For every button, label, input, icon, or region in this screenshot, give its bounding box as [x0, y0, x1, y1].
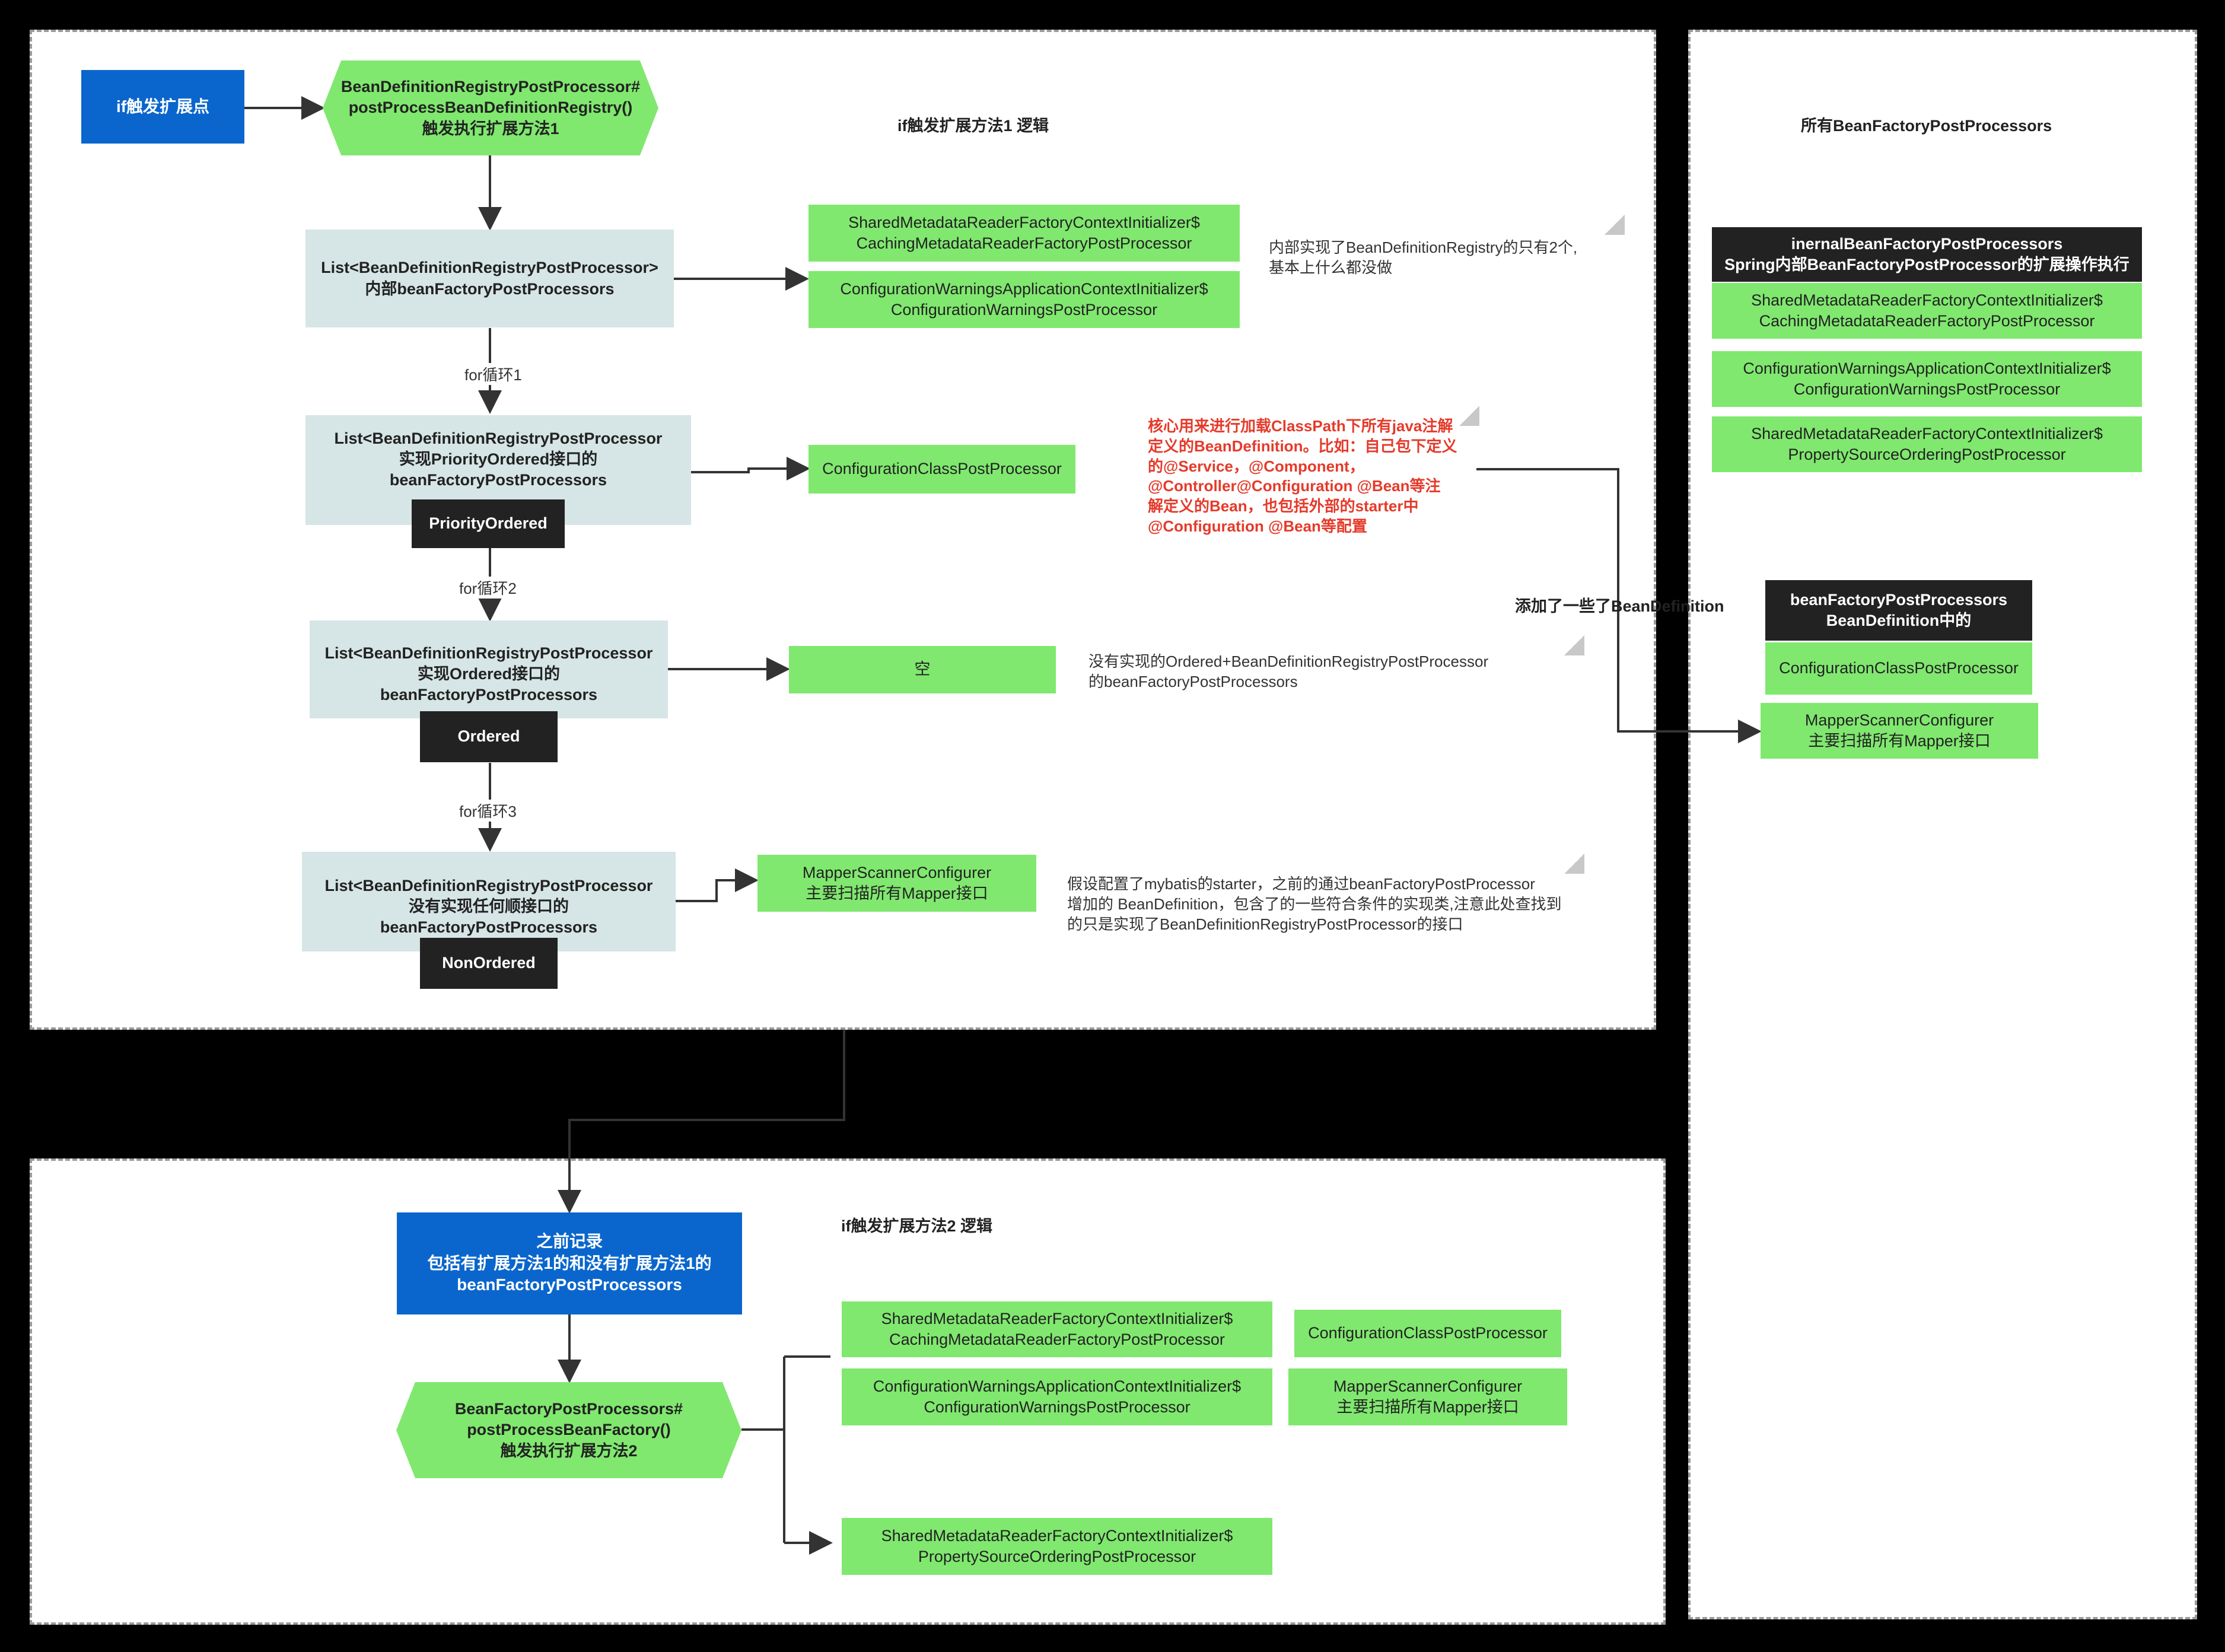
right-internal-item-propertysource[interactable]: SharedMetadataReaderFactoryContextInitia… — [1712, 416, 2142, 472]
ordered-item-empty[interactable]: 空 — [789, 646, 1056, 693]
add-beandefinition-label: 添加了一些了BeanDefinition — [1515, 597, 1724, 615]
bottom-panel-title: if触发扩展方法2 逻辑 — [841, 1217, 993, 1235]
edge-top-to-bottom — [558, 1030, 845, 1214]
nonordered-note: 假设配置了mybatis的starter，之前的通过beanFactoryPos… — [1067, 875, 1562, 933]
priority-item-configclass[interactable]: ConfigurationClassPostProcessor — [808, 445, 1075, 494]
loop3-label: for循环3 — [457, 800, 519, 822]
internal-item-warnings[interactable]: ConfigurationWarningsApplicationContextI… — [808, 271, 1240, 328]
note-icon — [1605, 215, 1625, 235]
edge-list-nonordered-to-item — [676, 868, 759, 902]
right-panel-title: 所有BeanFactoryPostProcessors — [1801, 117, 2052, 135]
bottom-item-configclass[interactable]: ConfigurationClassPostProcessor — [1294, 1310, 1561, 1357]
ordered-tag: Ordered — [420, 711, 558, 762]
list-internal[interactable]: List<BeanDefinitionRegistryPostProcessor… — [305, 230, 674, 327]
internal-pp-header: inernalBeanFactoryPostProcessors Spring内… — [1712, 227, 2142, 282]
ordered-note: 没有实现的Ordered+BeanDefinitionRegistryPostP… — [1088, 652, 1489, 690]
edge-add-beandefinition — [1476, 468, 1762, 743]
list-ordered[interactable]: List<BeanDefinitionRegistryPostProcessor… — [310, 620, 668, 718]
right-bd-item-configclass[interactable]: ConfigurationClassPostProcessor — [1765, 642, 2032, 695]
bottom-item-warnings[interactable]: ConfigurationWarningsApplicationContextI… — [842, 1368, 1272, 1425]
bottom-item-propertysource[interactable]: SharedMetadataReaderFactoryContextInitia… — [842, 1518, 1272, 1575]
priority-ordered-tag: PriorityOrdered — [412, 499, 565, 548]
right-internal-item-caching[interactable]: SharedMetadataReaderFactoryContextInitia… — [1712, 283, 2142, 339]
record-box[interactable]: 之前记录 包括有扩展方法1的和没有扩展方法1的 beanFactoryPostP… — [397, 1212, 742, 1314]
bottom-item-caching[interactable]: SharedMetadataReaderFactoryContextInitia… — [842, 1301, 1272, 1357]
list-nonordered[interactable]: List<BeanDefinitionRegistryPostProcessor… — [302, 852, 676, 951]
hex-beanfactory-postprocess[interactable]: BeanFactoryPostProcessors# postProcessBe… — [396, 1382, 741, 1478]
nonordered-tag: NonOrdered — [420, 938, 558, 989]
hex-registry-postprocess[interactable]: BeanDefinitionRegistryPostProcessor# pos… — [323, 61, 658, 155]
top-panel-title: if触发扩展方法1 逻辑 — [897, 117, 1049, 135]
bottom-item-mapper[interactable]: MapperScannerConfigurer 主要扫描所有Mapper接口 — [1288, 1368, 1567, 1425]
nonordered-item-mapper[interactable]: MapperScannerConfigurer 主要扫描所有Mapper接口 — [757, 855, 1036, 912]
right-bd-item-mapper[interactable]: MapperScannerConfigurer 主要扫描所有Mapper接口 — [1761, 703, 2038, 759]
trigger-node[interactable]: if触发扩展点 — [81, 70, 244, 144]
edge-list-priority-to-item — [690, 457, 810, 480]
note-icon — [1564, 854, 1584, 874]
edge-hex2-to-items — [741, 1355, 830, 1543]
bd-pp-header: beanFactoryPostProcessors BeanDefinition… — [1765, 580, 2032, 641]
internal-item-caching[interactable]: SharedMetadataReaderFactoryContextInitia… — [808, 205, 1240, 262]
list-priority-ordered[interactable]: List<BeanDefinitionRegistryPostProcessor… — [305, 415, 691, 525]
loop2-label: for循环2 — [457, 577, 519, 599]
internal-note: 内部实现了BeanDefinitionRegistry的只有2个, 基本上什么都… — [1269, 238, 1578, 276]
right-internal-item-warnings[interactable]: ConfigurationWarningsApplicationContextI… — [1712, 351, 2142, 407]
note-icon — [1459, 406, 1479, 426]
note-icon — [1564, 635, 1584, 655]
priority-note: 核心用来进行加载ClassPath下所有java注解 定义的BeanDefini… — [1148, 417, 1457, 535]
loop1-label: for循环1 — [462, 363, 524, 385]
